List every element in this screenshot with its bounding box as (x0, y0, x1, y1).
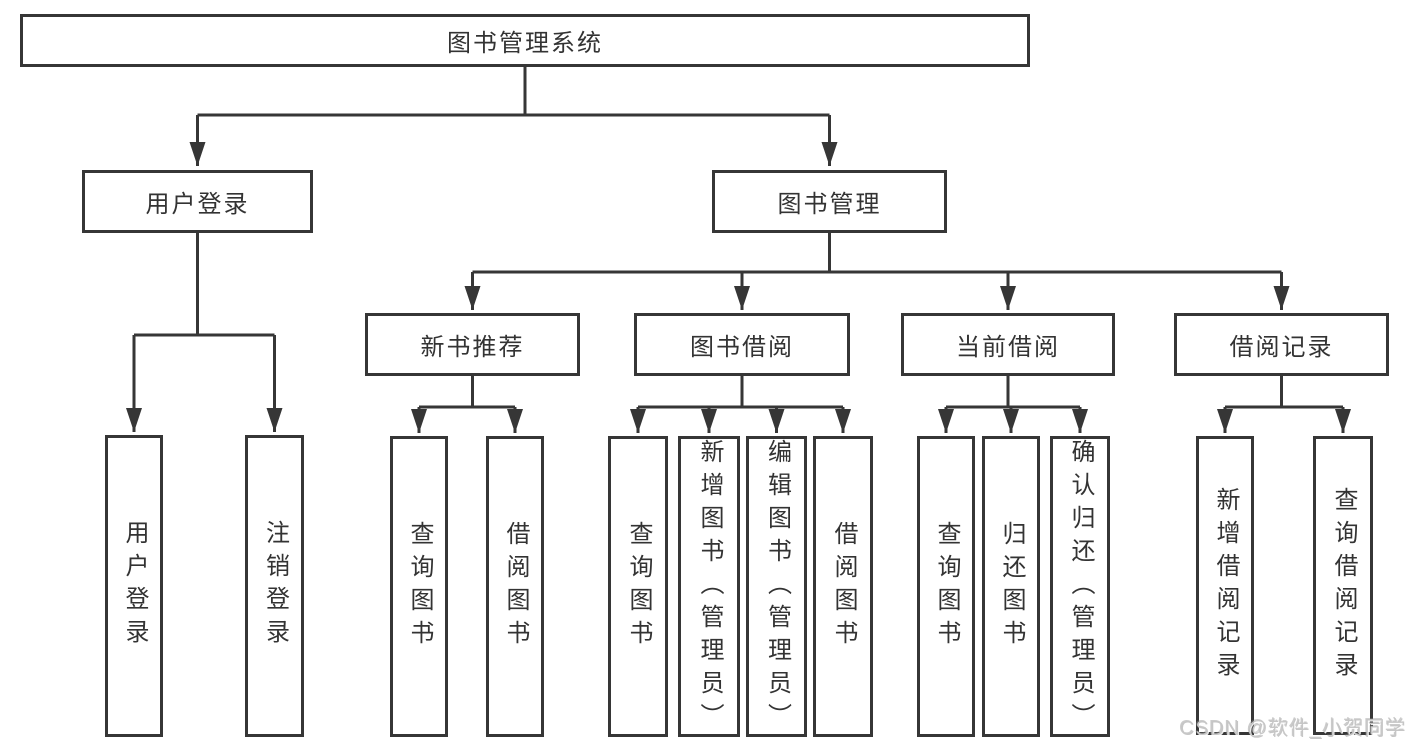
csdn-watermark: CSDN @软件_小贺同学 (1180, 718, 1405, 740)
node-library-management-system: 图书管理系统 (20, 14, 1030, 67)
leaf-user-login: 用户登录 (105, 435, 163, 737)
connector (134, 233, 275, 337)
node-label: 确认归还（管理员） (1067, 439, 1094, 736)
node-label: 用户登录 (145, 191, 250, 218)
connector (638, 376, 843, 409)
node-label: 编辑图书（管理员） (763, 439, 791, 736)
node-label: 图书管理 (777, 191, 882, 218)
node-book-borrowing: 图书借阅 (634, 313, 850, 376)
connector (946, 376, 1080, 409)
node-label: 借阅记录 (1229, 334, 1334, 361)
node-label: 查询图书 (406, 520, 433, 653)
node-label: 注销登录 (261, 520, 289, 652)
node-current-borrowing: 当前借阅 (901, 313, 1115, 376)
node-new-book-recommend: 新书推荐 (365, 313, 580, 376)
leaf-borrow-add-books-admin: 新增图书（管理员） (678, 436, 740, 737)
node-label: 查询图书 (625, 520, 652, 653)
node-label: 当前借阅 (956, 334, 1060, 361)
leaf-records-query-record: 查询借阅记录 (1313, 436, 1373, 735)
node-label: 借阅图书 (502, 520, 529, 653)
leaf-newbook-query-books: 查询图书 (390, 436, 448, 737)
leaf-current-query-books: 查询图书 (917, 436, 975, 737)
leaf-borrow-borrow-books: 借阅图书 (813, 436, 873, 737)
node-label: 图书管理系统 (447, 30, 603, 57)
leaf-current-confirm-return-admin: 确认归还（管理员） (1050, 436, 1110, 737)
node-label: 新书推荐 (420, 334, 525, 361)
node-label: 查询借阅记录 (1330, 486, 1357, 685)
leaf-borrow-edit-books-admin: 编辑图书（管理员） (746, 436, 807, 737)
leaf-borrow-query-books: 查询图书 (608, 436, 668, 737)
leaf-logout: 注销登录 (245, 435, 304, 737)
node-label: 新增图书（管理员） (696, 439, 723, 736)
node-book-management: 图书管理 (712, 170, 947, 233)
node-label: 归还图书 (998, 520, 1025, 653)
node-user-login: 用户登录 (82, 170, 313, 233)
connector (419, 376, 515, 409)
leaf-newbook-borrow-books: 借阅图书 (486, 436, 544, 737)
node-label: 新增借阅记录 (1212, 486, 1239, 685)
connector (472, 233, 1282, 274)
node-label: 查询图书 (933, 520, 960, 653)
connector (197, 67, 830, 117)
node-label: 用户登录 (121, 520, 148, 652)
leaf-current-return-books: 归还图书 (982, 436, 1040, 737)
leaf-records-add-record: 新增借阅记录 (1196, 436, 1254, 735)
connector (1225, 376, 1343, 409)
node-label: 图书借阅 (690, 334, 794, 361)
node-label: 借阅图书 (830, 520, 857, 653)
node-borrowing-records: 借阅记录 (1174, 313, 1389, 376)
